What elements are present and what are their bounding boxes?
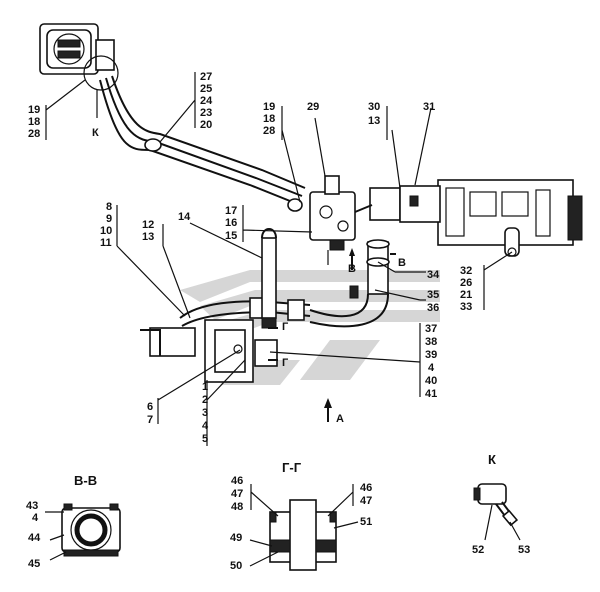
label-35: 35 — [427, 289, 439, 301]
label-1: 1 — [202, 381, 208, 393]
label-27: 27 — [200, 71, 212, 83]
label-38: 38 — [425, 336, 437, 348]
section-vv-title: В-В — [74, 473, 97, 488]
hose-assembly — [140, 228, 311, 383]
label-30: 30 — [368, 101, 380, 113]
section-v-marker: В — [398, 257, 406, 269]
label-16: 16 — [225, 217, 237, 229]
label-28: 28 — [28, 128, 40, 140]
label-11: 11 — [100, 237, 112, 249]
view-k-title: К — [488, 452, 496, 467]
leader-lines — [45, 72, 513, 446]
label-19: 19 — [28, 104, 40, 116]
view-k-marker: К — [92, 127, 99, 139]
label-7: 7 — [147, 414, 153, 426]
label-33: 33 — [460, 301, 472, 313]
section-gg-title: Г-Г — [282, 460, 302, 475]
label-6: 6 — [147, 401, 153, 413]
label-32: 32 — [460, 265, 472, 277]
label-14: 14 — [178, 211, 191, 223]
label-4: 4 — [202, 420, 209, 432]
label-3: 3 — [202, 407, 208, 419]
label-24: 24 — [200, 95, 213, 107]
label-31: 31 — [423, 101, 435, 113]
riser-elbow — [309, 239, 390, 328]
label-20: 20 — [200, 119, 212, 131]
section-g-marker: Г — [282, 357, 289, 369]
label-17: 17 — [225, 205, 237, 217]
right-housing — [354, 179, 583, 257]
label-9: 9 — [106, 213, 112, 225]
label-47: 47 — [231, 488, 243, 500]
view-k: К 52 53 — [472, 452, 530, 556]
section-markers — [268, 248, 396, 422]
label-25: 25 — [200, 83, 212, 95]
label-19: 19 — [263, 101, 275, 113]
label-13: 13 — [142, 231, 154, 243]
label-26: 26 — [460, 277, 472, 289]
label-15: 15 — [225, 230, 237, 242]
label-47: 47 — [360, 495, 372, 507]
label-34: 34 — [427, 269, 440, 281]
label-4: 4 — [428, 362, 435, 374]
section-vv: В-В 43 4 44 45 — [26, 473, 121, 570]
label-21: 21 — [460, 289, 472, 301]
section-g-marker: Г — [282, 321, 289, 333]
label-10: 10 — [100, 225, 112, 237]
label-53: 53 — [518, 544, 530, 556]
label-13: 13 — [368, 115, 380, 127]
label-18: 18 — [28, 116, 40, 128]
label-49: 49 — [230, 532, 242, 544]
label-50: 50 — [230, 560, 242, 572]
label-8: 8 — [106, 201, 112, 213]
label-43: 43 — [26, 500, 38, 512]
section-v-marker: В — [348, 263, 356, 275]
label-41: 41 — [425, 388, 437, 400]
label-52: 52 — [472, 544, 484, 556]
label-40: 40 — [425, 375, 437, 387]
label-45: 45 — [28, 558, 40, 570]
label-18: 18 — [263, 113, 275, 125]
valve-block — [309, 175, 356, 265]
label-39: 39 — [425, 349, 437, 361]
label-4: 4 — [32, 512, 39, 524]
label-2: 2 — [202, 394, 208, 406]
part-labels: 19 18 28 К 27 25 24 23 20 19 18 28 29 30… — [28, 71, 472, 445]
label-23: 23 — [200, 107, 212, 119]
label-46: 46 — [231, 475, 243, 487]
label-29: 29 — [307, 101, 319, 113]
view-a-marker: А — [336, 413, 344, 425]
label-46: 46 — [360, 482, 372, 494]
label-51: 51 — [360, 516, 372, 528]
label-48: 48 — [231, 501, 243, 513]
label-28: 28 — [263, 125, 275, 137]
label-5: 5 — [202, 433, 208, 445]
label-44: 44 — [28, 532, 41, 544]
label-12: 12 — [142, 219, 154, 231]
top-flange — [39, 23, 119, 91]
section-gg: Г-Г 46 47 48 46 47 51 49 50 — [230, 460, 372, 572]
label-36: 36 — [427, 302, 439, 314]
label-37: 37 — [425, 323, 437, 335]
pipe-bundle — [99, 75, 306, 212]
